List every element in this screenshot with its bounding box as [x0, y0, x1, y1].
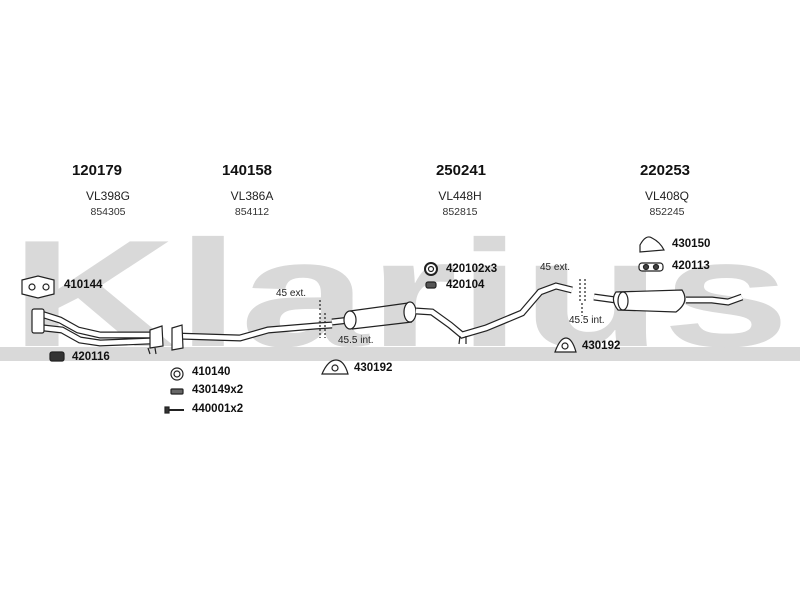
ring-icon: [170, 367, 184, 381]
front-pipe: [171, 321, 333, 351]
ring-410140-label: 410140: [192, 366, 231, 378]
bolt-430149-label: 430149x2: [192, 384, 244, 396]
bolt-440001-label: 440001x2: [192, 403, 244, 415]
bolt-icon: [170, 388, 184, 395]
section-1-part-number: 120179: [71, 162, 123, 179]
front-int-dimension: 45.5 int.: [338, 335, 374, 346]
rubber-mount-icon: [425, 281, 437, 289]
hanger-rear-label: 430192: [582, 340, 621, 352]
rear-int-dimension: 45.5 int.: [569, 315, 605, 326]
rear-hanger-icon: [554, 337, 577, 353]
clamp-icon: [49, 351, 65, 362]
section-3-code: VL448H: [438, 189, 482, 203]
section-2-ref: 854112: [234, 206, 270, 218]
rubber-420113-icon: [638, 262, 664, 272]
screw-icon: [164, 406, 184, 414]
ring-420102-icon: [424, 262, 438, 276]
section-2-part-number: 140158: [221, 162, 273, 179]
hanger-mid-label: 430192: [354, 362, 393, 374]
section-4-code: VL408Q: [644, 189, 690, 203]
rear-silencer: [593, 289, 744, 313]
clamp-front-label: 420116: [72, 351, 110, 363]
gasket-front-label: 410144: [64, 279, 103, 291]
section-2-code: VL386A: [230, 189, 274, 203]
section-1-code: VL398G: [85, 189, 131, 203]
front-ext-dimension: 45 ext.: [276, 288, 307, 299]
rear-ext-dimension: 45 ext.: [540, 262, 571, 273]
hanger-icon: [321, 359, 349, 375]
middle-silencer: [331, 282, 573, 345]
section-1-ref: 854305: [90, 206, 126, 218]
front-joint-marks: [319, 300, 326, 338]
section-3-ref: 852815: [442, 206, 478, 218]
rubber-420113-label: 420113: [672, 260, 710, 272]
section-4-ref: 852245: [649, 206, 685, 218]
section-3-part-number: 250241: [435, 162, 487, 179]
front-downpipe: [31, 308, 164, 355]
rubber-420104-label: 420104: [446, 279, 485, 291]
hanger-430150-label: 430150: [672, 238, 711, 250]
gasket-icon: [21, 275, 55, 299]
rear-joint-marks: [579, 279, 586, 316]
ring-420102-label: 420102x3: [446, 263, 498, 275]
hanger-430150-icon: [639, 236, 665, 253]
section-4-part-number: 220253: [639, 162, 691, 179]
watermark-band: [0, 347, 800, 361]
